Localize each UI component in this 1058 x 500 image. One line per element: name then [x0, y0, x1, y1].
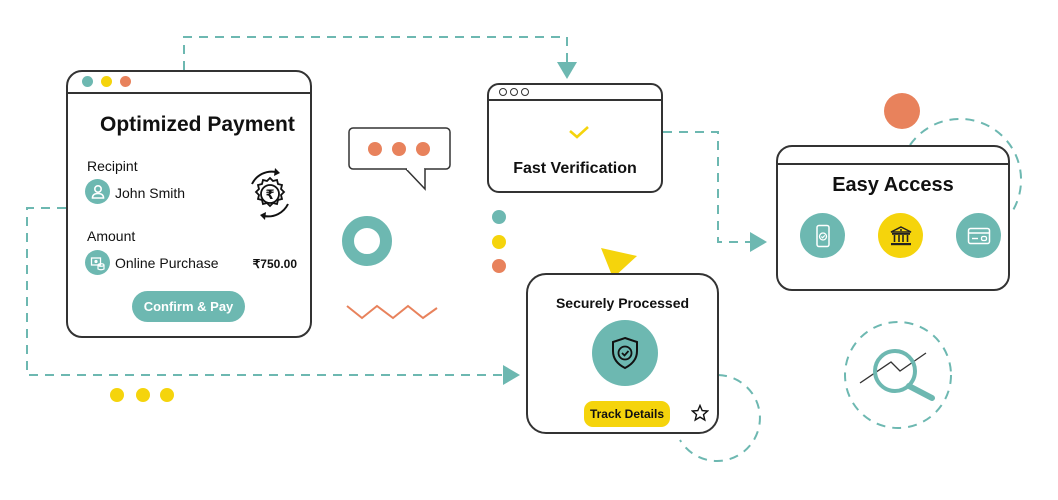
window-dot [499, 88, 507, 96]
orange-dot-decoration [884, 93, 920, 129]
typing-dots-bubble-icon [348, 127, 451, 191]
window-titlebar [489, 85, 661, 101]
bank-icon[interactable] [878, 213, 923, 258]
checkmark-icon [568, 125, 590, 146]
window-dot [521, 88, 529, 96]
track-details-button[interactable]: Track Details [584, 401, 670, 427]
window-dot [510, 88, 518, 96]
magnifier-trend-icon [859, 349, 935, 401]
credit-card-icon[interactable] [956, 213, 1001, 258]
access-title: Easy Access [832, 174, 954, 196]
secure-card: Securely Processed Track Details [526, 273, 719, 434]
window-titlebar [778, 147, 1008, 165]
window-dot-orange [120, 76, 131, 87]
arrow-down-icon [557, 62, 577, 79]
window-dot-teal [82, 76, 93, 87]
amount-label: Amount [87, 228, 136, 244]
rupee-gear-cycle-icon: ₹ [242, 166, 298, 222]
svg-text:₹: ₹ [265, 188, 274, 203]
connector-payment-to-verification [183, 36, 568, 70]
star-icon[interactable] [690, 403, 710, 427]
triangle-decoration [601, 248, 637, 278]
connector-verification-to-access [663, 131, 752, 243]
connector-payment-to-secure [26, 207, 505, 376]
arrow-right-icon [750, 232, 767, 252]
shield-check-icon [592, 320, 658, 386]
dashed-circle-decoration [844, 321, 952, 429]
cash-coins-icon [85, 250, 110, 275]
amount-value: ₹750.00 [252, 257, 297, 271]
dashed-arc-decoration [909, 117, 1023, 216]
window-dot-yellow [101, 76, 112, 87]
recipient-label: Recipint [87, 158, 138, 174]
ring-decoration [342, 216, 392, 266]
mobile-check-icon[interactable] [800, 213, 845, 258]
confirm-pay-button[interactable]: Confirm & Pay [132, 291, 245, 322]
dashed-arc-decoration [679, 374, 761, 462]
dot-yellow [160, 388, 174, 402]
dot-yellow [492, 235, 506, 249]
secure-title: Securely Processed [555, 295, 690, 311]
verification-card: Fast Verification [487, 83, 663, 193]
verification-title: Fast Verification [513, 160, 637, 177]
zigzag-decoration [346, 304, 438, 320]
user-icon [85, 179, 110, 204]
dot-orange [492, 259, 506, 273]
payment-title: Optimized Payment [100, 113, 295, 136]
dot-yellow [136, 388, 150, 402]
access-card: Easy Access [776, 145, 1010, 291]
recipient-name: John Smith [115, 185, 186, 201]
dot-yellow [110, 388, 124, 402]
window-titlebar [68, 72, 310, 94]
arrow-right-icon [503, 365, 520, 385]
payment-card: Optimized Payment Recipint John Smith ₹ … [66, 70, 312, 338]
dot-teal [492, 210, 506, 224]
amount-description: Online Purchase [115, 255, 219, 271]
